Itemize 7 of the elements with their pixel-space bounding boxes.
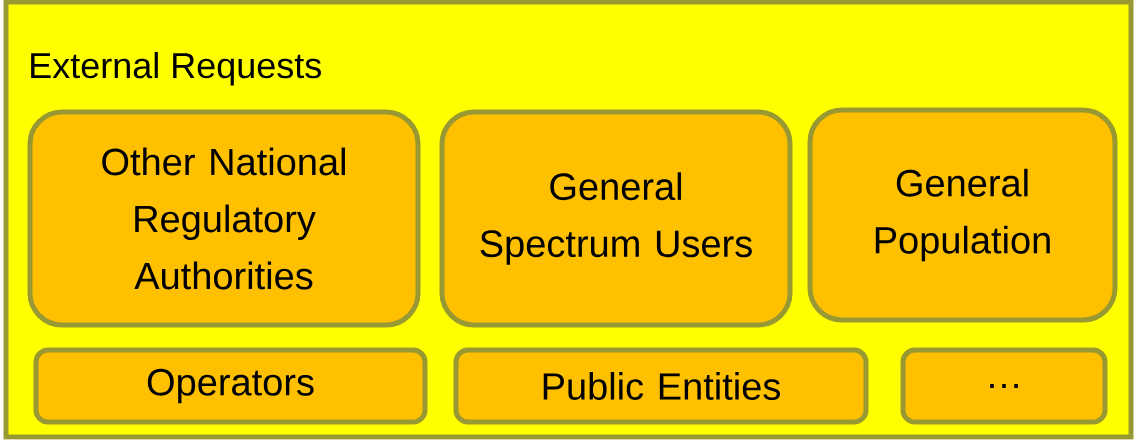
rounded-box: General Population	[807, 107, 1118, 323]
rounded-box: General Spectrum Users	[439, 109, 793, 328]
rounded-box: Operators	[33, 347, 428, 425]
panel-heading: External Requests	[31, 51, 321, 86]
rounded-box: Other National Regulatory Authorities	[27, 109, 421, 328]
rounded-box: …	[900, 347, 1108, 425]
rounded-box: Public Entities	[453, 347, 869, 425]
